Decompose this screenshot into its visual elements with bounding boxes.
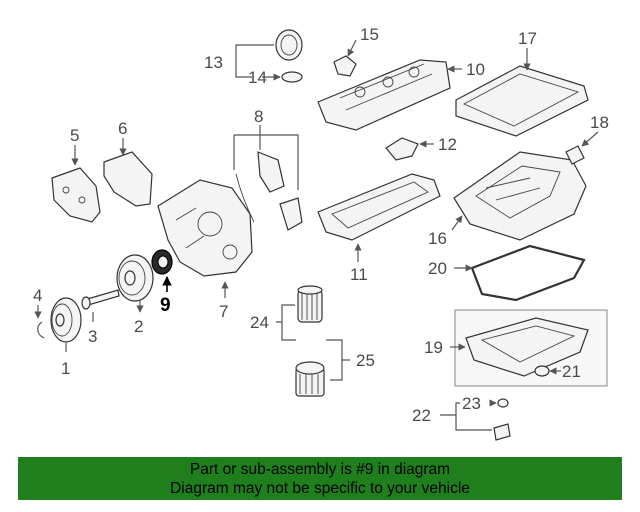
- callout-11[interactable]: 11: [350, 265, 368, 284]
- part-24-filter-element[interactable]: [297, 285, 323, 323]
- leader-25: [326, 339, 350, 381]
- callout-20[interactable]: 20: [428, 259, 447, 278]
- part-18-sensor[interactable]: [565, 145, 585, 165]
- part-6-cover[interactable]: [103, 151, 153, 207]
- callout-17[interactable]: 17: [518, 29, 537, 48]
- callout-6[interactable]: 6: [118, 119, 127, 138]
- callout-13[interactable]: 13: [204, 53, 223, 72]
- callout-15[interactable]: 15: [360, 25, 379, 44]
- callout-2[interactable]: 2: [134, 317, 143, 336]
- callout-25[interactable]: 25: [356, 351, 375, 370]
- callout-22[interactable]: 22: [412, 406, 431, 425]
- part-16-oil-pan-upper[interactable]: [453, 151, 587, 241]
- callout-24[interactable]: 24: [250, 313, 269, 332]
- part-8-timing-guides[interactable]: [235, 151, 303, 231]
- leader-15: [347, 39, 357, 57]
- callout-19[interactable]: 19: [424, 338, 443, 357]
- part-9-front-seal[interactable]: [151, 249, 173, 275]
- part-4-seal-ring[interactable]: [37, 321, 45, 339]
- info-banner: Part or sub-assembly is #9 in diagram Di…: [18, 457, 622, 500]
- callout-14[interactable]: 14: [248, 68, 267, 87]
- part-7-timing-cover[interactable]: [157, 179, 253, 277]
- leader-16: [451, 215, 463, 231]
- part-3-bolt[interactable]: [81, 289, 120, 310]
- callout-18[interactable]: 18: [590, 113, 609, 132]
- part-19-oil-pan-lower[interactable]: [465, 317, 589, 377]
- part-12-small-gasket[interactable]: [385, 137, 419, 161]
- part-5-cover[interactable]: [51, 167, 101, 223]
- callout-7[interactable]: 7: [219, 302, 228, 321]
- leader-8: [233, 125, 299, 190]
- callout-3[interactable]: 3: [88, 327, 97, 346]
- callout-12[interactable]: 12: [438, 135, 457, 154]
- part-13-filler-cap[interactable]: [275, 29, 303, 61]
- callout-8[interactable]: 8: [254, 107, 263, 126]
- callout-16[interactable]: 16: [428, 229, 447, 248]
- part-11-gasket[interactable]: [317, 173, 441, 241]
- part-22-tube[interactable]: [493, 423, 511, 441]
- parts-diagram: 1 2 3 4 5 6 7 8: [33, 25, 609, 441]
- leader-13: [235, 44, 274, 78]
- info-banner-line-1: Part or sub-assembly is #9 in diagram: [189, 461, 451, 478]
- callout-4[interactable]: 4: [33, 286, 42, 305]
- callout-10[interactable]: 10: [466, 60, 485, 79]
- callout-21[interactable]: 21: [562, 362, 581, 381]
- info-banner-line-2: Diagram may not be specific to your vehi…: [170, 480, 470, 497]
- part-23-seal[interactable]: [497, 398, 509, 408]
- part-20-pan-gasket[interactable]: [470, 244, 586, 302]
- part-10-valve-cover[interactable]: [317, 59, 451, 131]
- part-14-o-ring[interactable]: [281, 71, 303, 83]
- leader-22: [440, 402, 492, 431]
- part-25-filter-housing[interactable]: [295, 361, 325, 397]
- part-1-pulley-hub[interactable]: [50, 297, 82, 343]
- leader-18: [581, 131, 599, 147]
- callout-23[interactable]: 23: [462, 394, 481, 413]
- part-2-pulley[interactable]: [116, 254, 154, 302]
- callout-5[interactable]: 5: [70, 126, 79, 145]
- part-21-drain-plug[interactable]: [534, 365, 550, 377]
- part-17-gasket-sheet[interactable]: [455, 65, 589, 137]
- callout-1[interactable]: 1: [61, 359, 70, 378]
- part-15-bracket[interactable]: [333, 55, 357, 77]
- callout-9[interactable]: 9: [160, 295, 171, 316]
- leader-24: [276, 304, 296, 341]
